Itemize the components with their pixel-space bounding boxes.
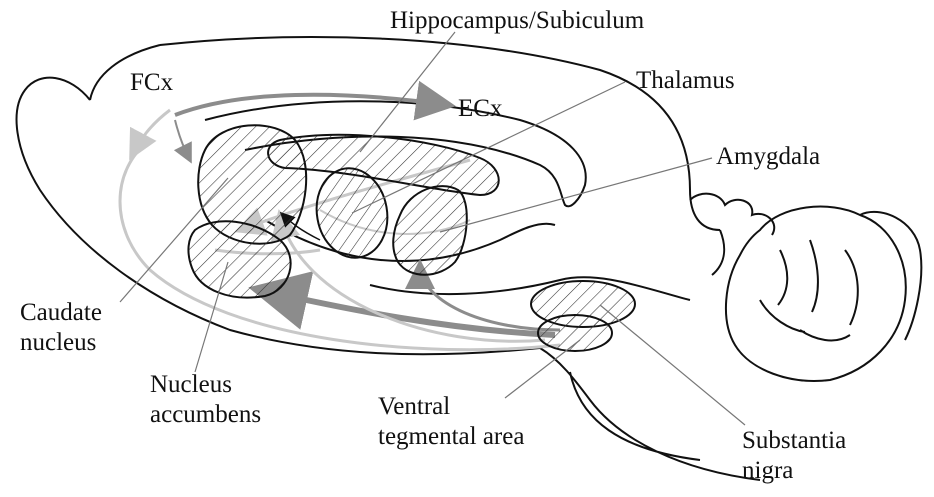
pathway-fcx-ecx <box>175 95 448 115</box>
amygdala-shape <box>393 186 467 275</box>
label-amygdala: Amygdala <box>716 142 820 172</box>
leader-sn <box>600 305 745 425</box>
label-accumbens: Nucleus accumbens <box>150 370 261 430</box>
label-caudate-line1: Caudate <box>20 298 102 328</box>
label-thalamus: Thalamus <box>636 66 735 96</box>
label-substantia-nigra: Substantia nigra <box>742 426 846 486</box>
label-hippocampus: Hippocampus/Subiculum <box>390 6 644 36</box>
brainstem-outline <box>540 348 760 480</box>
vta-shape <box>538 315 612 351</box>
label-caudate-line2: nucleus <box>20 328 102 358</box>
label-sn-line1: Substantia <box>742 426 846 456</box>
label-vta: Ventral tegmental area <box>378 392 524 452</box>
label-accumbens-line2: accumbens <box>150 400 261 430</box>
label-vta-line1: Ventral <box>378 392 524 422</box>
leader-hippocampus <box>360 32 455 152</box>
label-sn-line2: nigra <box>742 456 846 486</box>
label-fcx: FCx <box>130 68 173 98</box>
cortex-outline <box>90 37 720 230</box>
label-accumbens-line1: Nucleus <box>150 370 261 400</box>
cerebellum <box>690 194 921 381</box>
pathway-vta-accumbens <box>260 290 555 335</box>
label-ecx: ECx <box>458 94 502 124</box>
label-caudate: Caudate nucleus <box>20 298 102 358</box>
pathway-fcx-down <box>132 110 170 155</box>
midbrain-outline <box>370 277 690 300</box>
pathway-fcx-caudate <box>175 120 190 160</box>
label-vta-line2: tegmental area <box>378 422 524 452</box>
